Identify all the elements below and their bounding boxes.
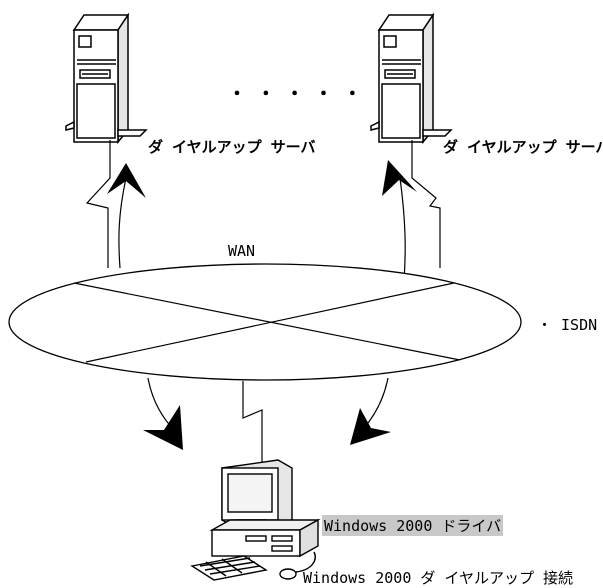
ellipsis-dots: ・ ・ ・ ・ ・: [228, 84, 361, 105]
arrowhead-left-server: [107, 163, 146, 198]
server-tower-left: [66, 15, 146, 142]
isdn-label: ・ ISDN: [537, 314, 597, 335]
arrow-to-right-server: [400, 178, 405, 280]
wan-label: WAN: [228, 242, 255, 260]
link-line-right-server: [412, 140, 440, 268]
link-line-left-server: [87, 140, 110, 268]
arrowhead-client-left: [143, 405, 183, 450]
server-tower-right: [371, 15, 451, 142]
server-label-right: ダ イヤルアップ サーバ: [443, 136, 603, 157]
wan-ellipse: [9, 264, 521, 380]
driver-label: Windows 2000 ドライバ: [322, 515, 503, 536]
client-computer: [192, 460, 318, 580]
dialup-connection-label: Windows 2000 ダ イヤルアップ 接続: [303, 567, 573, 588]
arrowhead-client-right: [350, 408, 391, 445]
link-line-client: [243, 381, 262, 468]
arrow-to-client-right: [364, 378, 388, 428]
server-label-left: ダ イヤルアップ サーバ: [148, 136, 315, 157]
arrow-to-left-server: [119, 178, 126, 268]
